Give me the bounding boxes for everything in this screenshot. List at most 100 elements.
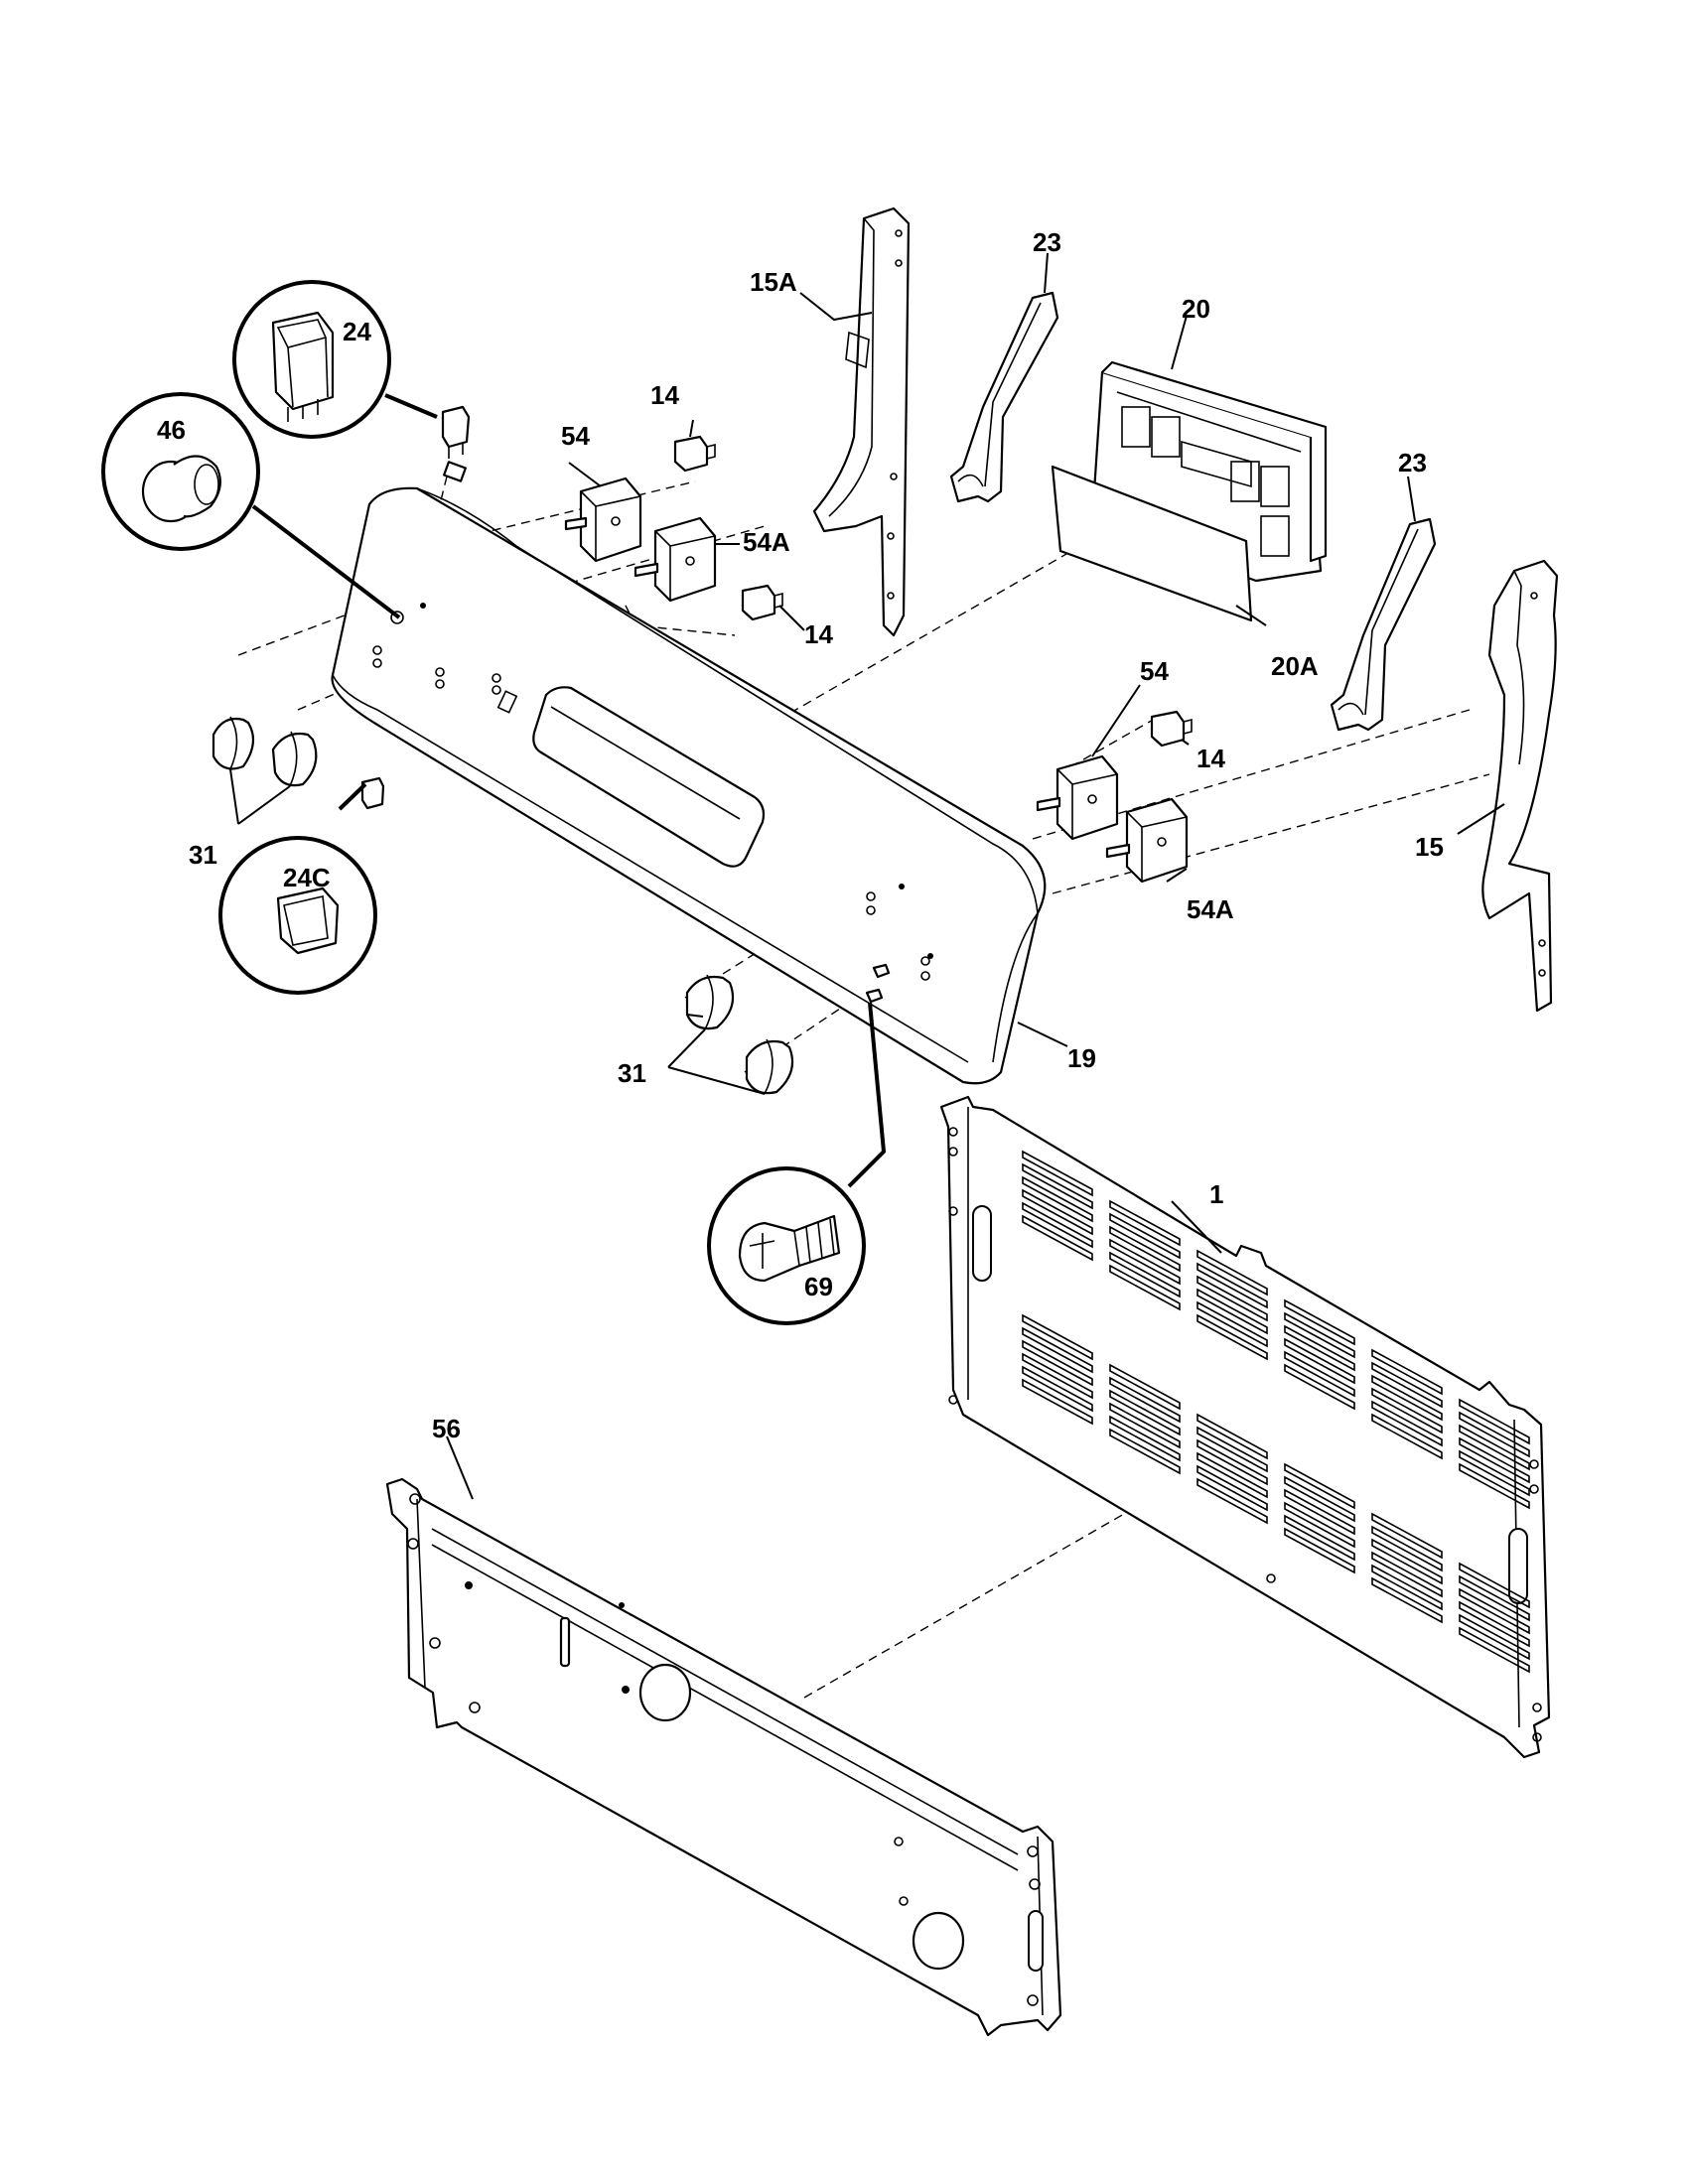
end-trim-15 [1481,559,1559,1013]
louver-slot [1109,1389,1181,1436]
louver-slot [1371,1374,1443,1422]
louver-slot [1284,1363,1355,1411]
label-23-upper: 23 [1033,227,1061,257]
louver-slot [1459,1398,1530,1445]
louver-slot [1022,1188,1093,1236]
louver-slot [1109,1415,1181,1462]
louver-slot [1109,1363,1181,1411]
label-23-lower: 23 [1398,448,1427,478]
louver-slot [1022,1365,1093,1413]
louver-slot [1196,1426,1268,1473]
louver-slot [1371,1551,1443,1598]
louver-slot [1459,1411,1530,1458]
label-14-top: 14 [650,380,679,410]
louver-slot [1371,1525,1443,1572]
louver-slot [1196,1313,1268,1361]
louver-slot [1284,1337,1355,1385]
label-31-right: 31 [618,1058,646,1088]
louver-slot [1284,1311,1355,1359]
label-69: 69 [804,1272,833,1301]
label-14-right: 14 [1196,744,1225,773]
knobs-31-right [685,974,794,1095]
label-1: 1 [1209,1179,1223,1209]
back-panel-1 [939,1095,1551,1759]
louver-slot [1284,1501,1355,1549]
louver-slot [1284,1350,1355,1398]
louver-slot [1459,1462,1530,1510]
label-54-lower: 54 [1140,656,1169,686]
louver-slot [1022,1378,1093,1426]
louver-slot [1459,1574,1530,1622]
louver-slot [1109,1225,1181,1273]
louver-slot [1022,1150,1093,1197]
louver-slot [1109,1199,1181,1247]
louver-slot [1371,1512,1443,1560]
small-switch-14-top [673,435,716,473]
label-19: 19 [1067,1043,1096,1073]
louver-slot [1459,1424,1530,1471]
louver-slot [1022,1339,1093,1387]
louver-slot [1109,1402,1181,1449]
louver-slot [1459,1613,1530,1661]
rocker-switch-24c-small [360,776,385,810]
louver-slot [1196,1300,1268,1348]
switch-54-lower [1036,754,1119,841]
label-15a: 15A [750,267,797,297]
louver-slot [1196,1262,1268,1309]
louver-slot [1022,1201,1093,1249]
louver-slot [1109,1264,1181,1311]
label-14-mid: 14 [804,619,833,649]
part-labels: 15A 23 20 24 46 14 54 54A 14 23 20A 54 1… [157,227,1444,1443]
label-31-left: 31 [189,840,217,870]
louver-slot [1109,1376,1181,1424]
label-24: 24 [343,317,371,346]
louver-slot [1459,1436,1530,1484]
louver-slot [1371,1348,1443,1396]
small-switch-14-mid [741,584,783,621]
louver-slot [1459,1626,1530,1674]
louver-slot [1371,1564,1443,1611]
louver-slot [1196,1249,1268,1297]
louver-slot [1459,1562,1530,1609]
louver-slot [1459,1600,1530,1648]
small-switch-14-right [1150,710,1193,748]
louvers [1022,1150,1530,1674]
callout-69 [707,1166,866,1325]
bracket-23-lower [1330,517,1437,732]
label-20: 20 [1182,294,1210,324]
label-24c: 24C [283,863,331,892]
louver-slot [1109,1212,1181,1260]
louver-slot [1109,1251,1181,1298]
louver-slot [1109,1428,1181,1475]
lower-panel-56 [385,1477,1062,2037]
label-15: 15 [1415,832,1444,862]
louver-slot [1022,1352,1093,1400]
louver-slot [1371,1387,1443,1434]
louver-slot [1109,1238,1181,1286]
control-panel-19 [331,461,1047,1085]
label-54a-lower: 54A [1187,894,1234,924]
label-54a-upper: 54A [743,527,790,557]
louver-slot [1022,1326,1093,1374]
louver-slot [1284,1475,1355,1523]
label-56: 56 [432,1414,461,1443]
knobs-31-left [211,716,318,787]
end-trim-15a [812,206,911,637]
label-54-upper: 54 [561,421,590,451]
switch-54-upper [564,477,642,563]
louver-slot [1459,1587,1530,1635]
louver-slot [1284,1462,1355,1510]
leader-lines [229,252,1505,1500]
callout-24c [218,836,377,995]
louver-slot [1371,1361,1443,1409]
louver-slot [1371,1538,1443,1585]
louver-slot [1371,1413,1443,1460]
louver-slot [1284,1488,1355,1536]
louver-slot [1196,1275,1268,1322]
rocker-switch-24-small [441,405,471,459]
louver-slot [1284,1527,1355,1574]
callout-24 [232,280,391,439]
louver-slot [1196,1288,1268,1335]
louver-slot [1284,1514,1355,1562]
